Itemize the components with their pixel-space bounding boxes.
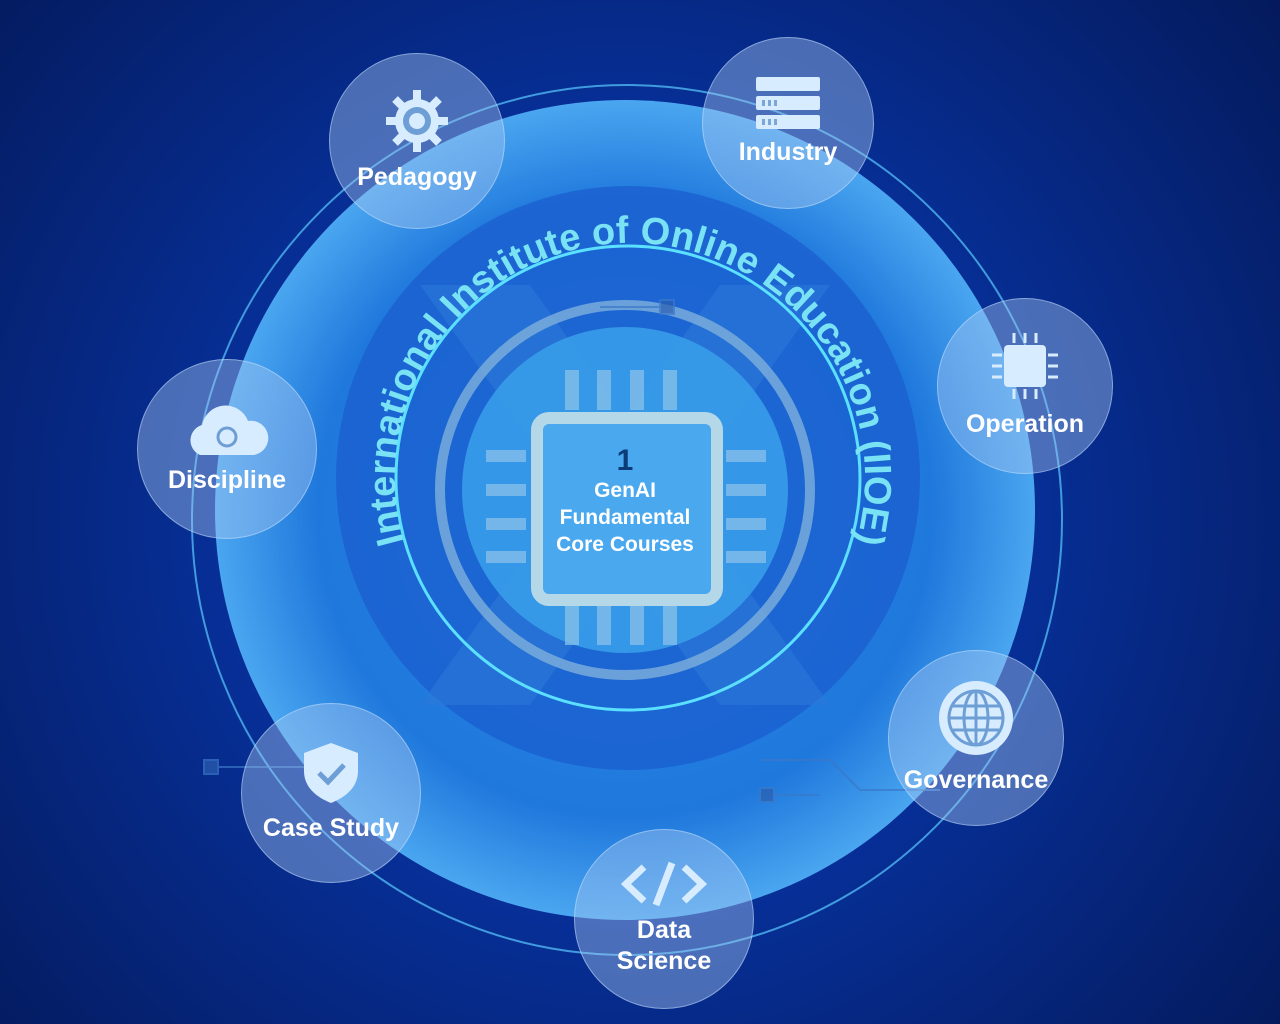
node-label: Operation <box>965 410 1085 439</box>
gear-icon <box>386 90 448 153</box>
center-line: Fundamental <box>559 506 691 529</box>
center-number: 1 <box>616 444 634 477</box>
center-chip: 1 GenAI Fundamental Core Courses <box>540 445 710 558</box>
node-label: Governance <box>903 766 1049 795</box>
center-line: Core Courses <box>556 533 694 556</box>
server-icon <box>756 77 820 130</box>
chip-icon <box>992 333 1058 400</box>
node-label: Pedagogy <box>357 163 477 192</box>
node-industry[interactable]: Industry <box>702 37 874 209</box>
node-pedagogy[interactable]: Pedagogy <box>329 53 505 229</box>
node-label: Discipline <box>167 466 287 495</box>
code-icon <box>620 861 708 906</box>
node-label: Industry <box>738 138 838 167</box>
globe-icon <box>939 681 1013 756</box>
shield-check-icon <box>304 743 358 804</box>
center-line: GenAI <box>594 479 656 502</box>
node-case-study[interactable]: Case Study <box>241 703 421 883</box>
node-label: Data Science <box>616 915 712 975</box>
cloud-sync-icon <box>190 405 269 456</box>
node-label: Case Study <box>262 814 400 843</box>
chip-frame <box>531 412 723 606</box>
node-data-science[interactable]: Data Science <box>574 829 754 1009</box>
node-governance[interactable]: Governance <box>888 650 1064 826</box>
node-operation[interactable]: Operation <box>937 298 1113 474</box>
node-discipline[interactable]: Discipline <box>137 359 317 539</box>
